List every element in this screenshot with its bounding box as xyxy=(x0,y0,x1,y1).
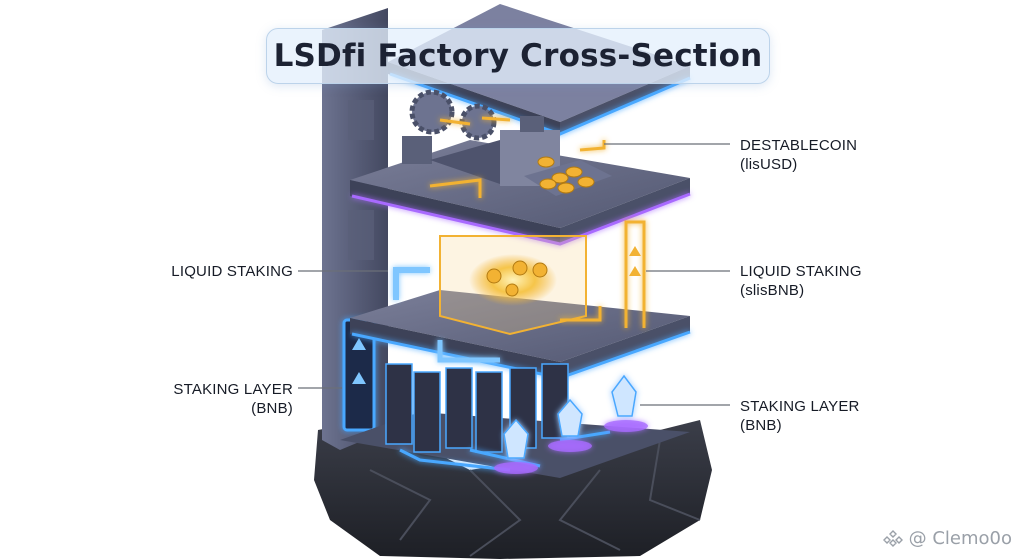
callout-liquid-staking-right-token: (slisBNB) xyxy=(740,282,805,299)
liquid-staking-floor xyxy=(350,220,691,380)
stablecoin-floor xyxy=(350,89,691,246)
callout-liquid-staking-left-name: LIQUID STAKING xyxy=(171,263,293,280)
callout-destablecoin-name: DESTABLECOIN xyxy=(740,137,858,154)
callout-staking-layer-left-name: STAKING LAYER xyxy=(173,381,293,398)
bnb-crystals xyxy=(494,374,648,474)
callout-liquid-staking-right: LIQUID STAKING (slisBNB) xyxy=(740,262,862,300)
callout-liquid-staking-left: LIQUID STAKING xyxy=(150,262,293,281)
callout-liquid-staking-right-name: LIQUID STAKING xyxy=(740,263,862,280)
title-banner: LSDfi Factory Cross-Section xyxy=(266,28,770,84)
callout-destablecoin-token: (lisUSD) xyxy=(740,156,798,173)
callout-staking-layer-right-name: STAKING LAYER xyxy=(740,398,860,415)
page-title: LSDfi Factory Cross-Section xyxy=(273,38,763,74)
callout-staking-layer-left-token: (BNB) xyxy=(251,400,293,417)
callout-destablecoin: DESTABLECOIN (lisUSD) xyxy=(740,136,857,174)
callout-staking-layer-left: STAKING LAYER (BNB) xyxy=(150,380,293,418)
binance-square-icon xyxy=(882,529,903,547)
watermark-handle: @ Clemo0o xyxy=(908,528,1012,549)
callout-staking-layer-right: STAKING LAYER (BNB) xyxy=(740,397,860,435)
callout-staking-layer-right-token: (BNB) xyxy=(740,417,782,434)
watermark: @ Clemo0o xyxy=(882,528,1012,549)
leader-lines xyxy=(298,143,730,406)
